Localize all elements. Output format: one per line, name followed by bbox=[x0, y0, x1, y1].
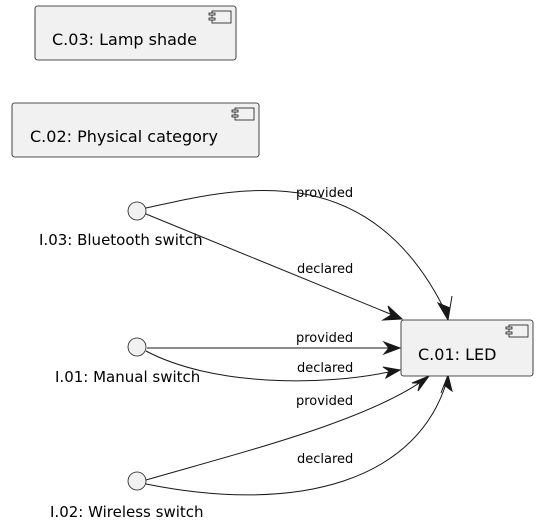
arrowhead-icon bbox=[440, 373, 453, 394]
component-label: C.02: Physical category bbox=[30, 127, 218, 146]
arrowhead-icon bbox=[436, 295, 453, 322]
component-label: C.01: LED bbox=[418, 345, 496, 364]
component-c03[interactable]: C.03: Lamp shade bbox=[34, 5, 237, 61]
edge-i02-c01-provided bbox=[145, 376, 429, 481]
edge-label: declared bbox=[297, 452, 353, 467]
component-icon bbox=[505, 324, 529, 338]
interface-circle-icon bbox=[127, 337, 147, 357]
interface-label: I.01: Manual switch bbox=[55, 368, 200, 386]
interface-label: I.02: Wireless switch bbox=[50, 503, 204, 521]
arrowhead-icon bbox=[382, 340, 402, 356]
arrowhead-icon bbox=[382, 366, 402, 380]
interface-i01[interactable]: I.01: Manual switch bbox=[55, 337, 200, 386]
edge-label: provided bbox=[296, 394, 353, 409]
interface-label: I.03: Bluetooth switch bbox=[39, 231, 203, 249]
component-c02[interactable]: C.02: Physical category bbox=[11, 102, 260, 158]
edge-labels: provided declared provided declared prov… bbox=[296, 186, 353, 467]
edge-label: declared bbox=[297, 361, 353, 376]
interface-circle-icon bbox=[127, 201, 147, 221]
edge-label: declared bbox=[297, 262, 353, 277]
edge-i03-c01-provided bbox=[145, 190, 449, 318]
edge-label: provided bbox=[296, 186, 353, 201]
edge-label: provided bbox=[296, 331, 353, 346]
edge-i01-c01-declared bbox=[145, 350, 399, 382]
component-label: C.03: Lamp shade bbox=[52, 30, 197, 49]
interface-circle-icon bbox=[127, 471, 147, 491]
edge-i03-c01-declared bbox=[145, 213, 401, 319]
arrowhead-icon bbox=[381, 305, 404, 321]
component-icon bbox=[208, 10, 232, 24]
component-c01[interactable]: C.01: LED bbox=[400, 319, 534, 377]
arrowhead-icon bbox=[411, 374, 431, 392]
edges bbox=[145, 190, 453, 496]
interface-i02[interactable]: I.02: Wireless switch bbox=[50, 471, 204, 521]
interface-i03[interactable]: I.03: Bluetooth switch bbox=[39, 201, 203, 249]
component-icon bbox=[231, 107, 255, 121]
edge-i02-c01-declared bbox=[145, 376, 449, 496]
